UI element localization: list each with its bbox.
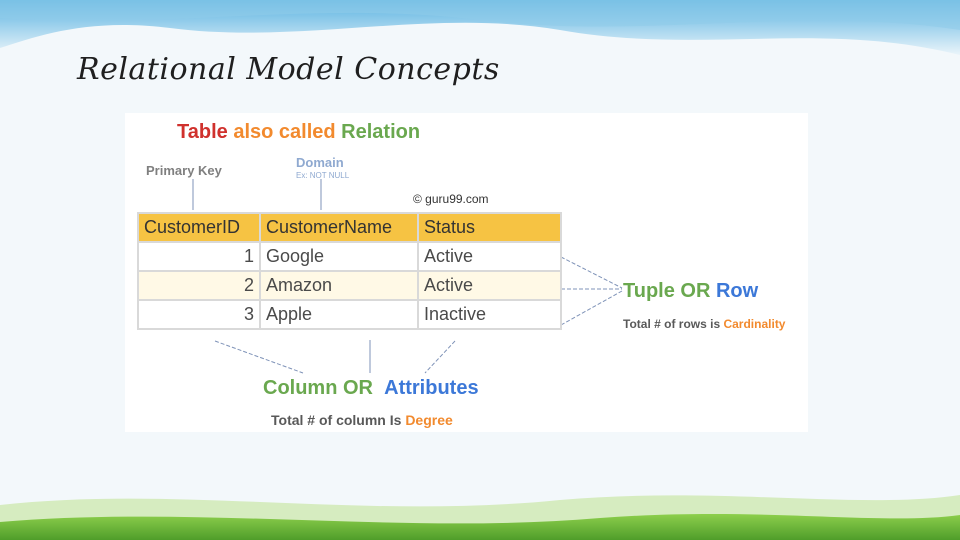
cell-customername: Google xyxy=(259,241,419,272)
cell-status: Active xyxy=(417,241,562,272)
domain-label: Domain xyxy=(296,155,344,170)
column-or-word: Column OR xyxy=(263,377,373,399)
tuple-or-word: OR xyxy=(674,280,716,302)
domain-example: Ex: NOT NULL xyxy=(296,171,350,180)
cell-status: Active xyxy=(417,270,562,301)
table-header-row: CustomerID CustomerName Status xyxy=(137,212,562,243)
top-wave-light xyxy=(0,0,960,30)
relation-table: CustomerID CustomerName Status 1 Google … xyxy=(137,212,562,330)
tuple-connector-bottom xyxy=(560,290,623,326)
copyright-text: © guru99.com xyxy=(413,192,489,206)
heading-relation: Relation xyxy=(341,121,421,143)
table-row: 3 Apple Inactive xyxy=(137,299,562,330)
cell-status: Inactive xyxy=(417,299,562,330)
primary-key-label: Primary Key xyxy=(146,163,222,178)
cell-customerid: 1 xyxy=(137,241,261,272)
column-connector-right xyxy=(424,340,456,374)
cell-customername: Apple xyxy=(259,299,419,330)
tuple-word: Tuple xyxy=(623,280,675,302)
connector-lines xyxy=(192,179,623,374)
cardinality-label: Total # of rows is Cardinality xyxy=(623,317,785,331)
table-row: 2 Amazon Active xyxy=(137,270,562,301)
cell-customerid: 2 xyxy=(137,270,261,301)
cardinality-prefix: Total # of rows is xyxy=(623,317,724,331)
bottom-wave xyxy=(0,514,960,540)
header-status: Status xyxy=(417,212,562,243)
cardinality-word: Cardinality xyxy=(723,317,786,331)
tuple-or-row-label: Tuple OR Row xyxy=(623,280,758,303)
slide-title: Relational Model Concepts xyxy=(77,52,500,87)
relational-diagram-panel: Table also called Relation Primary Key D… xyxy=(125,113,808,432)
heading-table: Table xyxy=(177,121,228,143)
heading-also-called: also called xyxy=(227,121,342,143)
degree-label: Total # of column Is Degree xyxy=(271,412,453,428)
row-word: Row xyxy=(715,280,759,302)
table-row: 1 Google Active xyxy=(137,241,562,272)
column-connector-left xyxy=(214,340,304,374)
header-customerid: CustomerID xyxy=(137,212,261,243)
header-customername: CustomerName xyxy=(259,212,419,243)
column-or-attributes-label: Column OR Attributes xyxy=(263,377,479,400)
cell-customername: Amazon xyxy=(259,270,419,301)
cell-customerid: 3 xyxy=(137,299,261,330)
degree-word: Degree xyxy=(405,412,453,428)
tuple-connector-top xyxy=(560,256,623,289)
attributes-word: Attributes xyxy=(384,377,479,399)
diagram-heading: Table also called Relation xyxy=(177,121,420,144)
degree-prefix: Total # of column Is xyxy=(271,412,406,428)
